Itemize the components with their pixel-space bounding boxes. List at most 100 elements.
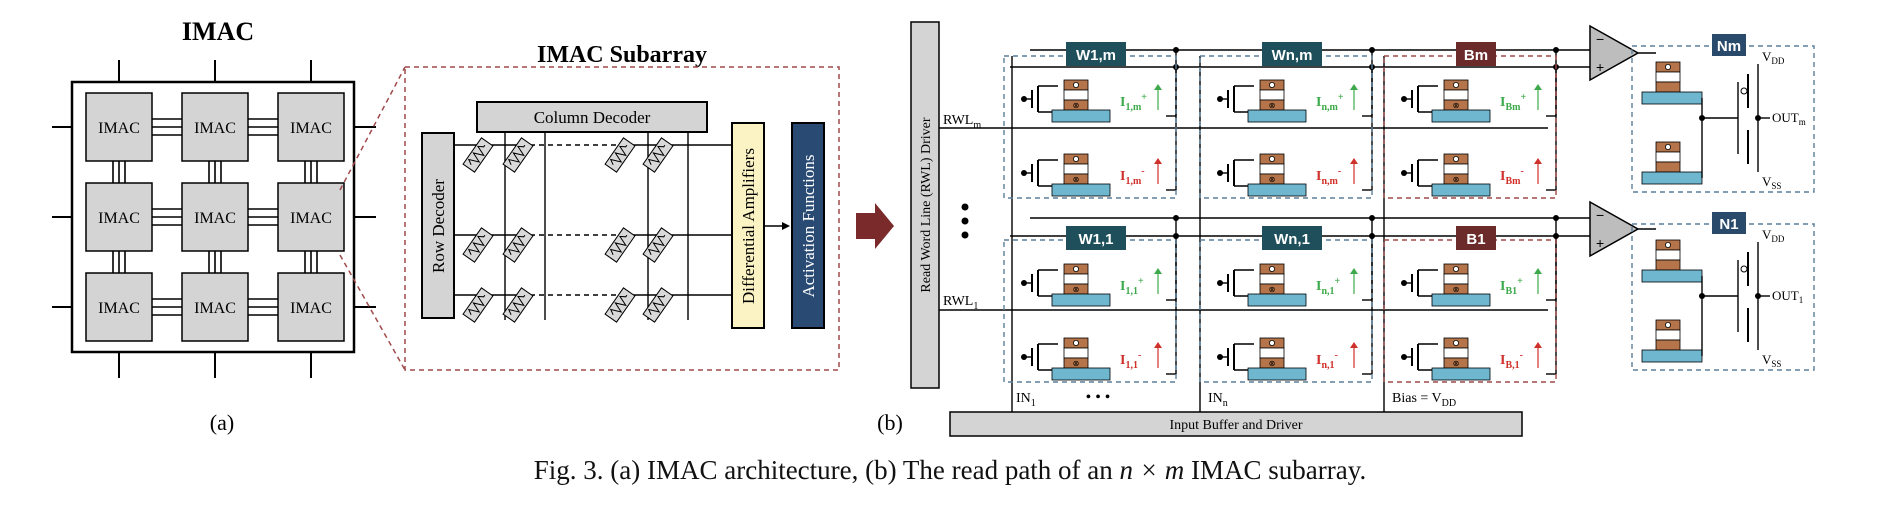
spin-dot (1665, 321, 1672, 328)
mtj-barrier (1063, 163, 1089, 175)
junction-dot (1401, 96, 1407, 102)
panel-b: Read Word Line (RWL) Driver RWLm RWL1 W1… (877, 21, 1815, 437)
memristor-zigzag (609, 144, 628, 166)
imac-cell (181, 272, 249, 342)
amp-plus-sign: + (1596, 59, 1604, 75)
memristor-icon (642, 137, 674, 173)
amp-minus-sign: − (1596, 207, 1604, 223)
memristor-body (502, 227, 534, 263)
junction-dot (1401, 170, 1407, 176)
vss-label: VSS (1762, 174, 1781, 191)
imac-cell-label: IMAC (98, 210, 140, 227)
memristor-body (604, 287, 636, 323)
memristor-zigzag (507, 234, 526, 256)
imac-cell-label: IMAC (194, 210, 236, 227)
memristor-zigzag (507, 144, 526, 166)
vdd-label: VDD (1762, 49, 1785, 66)
mtj-fixed-layer (1655, 161, 1681, 173)
chip-pins (52, 60, 376, 378)
memristor-body (462, 227, 494, 263)
mtj-barrier (1259, 347, 1285, 359)
amp-minus-sign: − (1596, 31, 1604, 47)
subarray-crossbar (454, 132, 732, 323)
input-buffer-label: Input Buffer and Driver (1169, 418, 1302, 433)
junction-dot (1021, 354, 1027, 360)
current-arrowhead (1154, 158, 1162, 164)
column-decoder-block (476, 101, 708, 133)
positive-current-label: In,m+ (1316, 92, 1344, 113)
junction-dot (1217, 96, 1223, 102)
current-arrowhead (1350, 268, 1358, 274)
imac-cell (277, 272, 345, 342)
junction-dot (1217, 280, 1223, 286)
vss-label: VSS (1762, 352, 1781, 369)
mtj-heavy-metal (1431, 367, 1491, 381)
memristor-icon (462, 137, 494, 173)
imac-cell (277, 182, 345, 252)
spin-dot (1269, 155, 1276, 162)
spin-dot (1453, 265, 1460, 272)
mtj-fixed-layer (1655, 259, 1681, 271)
activation-functions-label: Activation Functions (799, 154, 818, 297)
zoom-line-bottom (339, 254, 406, 371)
memristor-icon (502, 227, 534, 263)
synapse-block (1003, 239, 1177, 383)
mtj-heavy-metal (1431, 293, 1491, 307)
mtj-heavy-metal (1247, 367, 1307, 381)
memristor-zigzag (647, 234, 666, 256)
synapse-block (1199, 55, 1373, 199)
imac-cell-label: IMAC (290, 120, 332, 137)
mtj-heavy-metal (1641, 171, 1703, 185)
mtj-heavy-metal (1431, 183, 1491, 197)
spin-dot (1453, 339, 1460, 346)
mtj-device-icon: ⊗ (1431, 337, 1491, 381)
differential-amplifiers: − + − + (1589, 24, 1656, 258)
memristor-zigzag (647, 144, 666, 166)
junction-dot (1021, 170, 1027, 176)
memristor-zigzag (467, 144, 486, 166)
bias-tag-label: Bm (1464, 47, 1488, 64)
mtj-heavy-metal (1247, 183, 1307, 197)
mtj-barrier (1443, 163, 1469, 175)
memristor-body (502, 137, 534, 173)
spin-dot (1269, 265, 1276, 272)
negative-current-label: I1,1- (1120, 350, 1141, 371)
negative-current-label: IB,1- (1500, 350, 1523, 371)
mtj-fixed-layer (1655, 339, 1681, 351)
junction-dot (1217, 354, 1223, 360)
memristor-icon (642, 287, 674, 323)
weight-tag-label: Wn,1 (1274, 231, 1310, 248)
current-arrowhead (1534, 268, 1542, 274)
bias-tag (1456, 42, 1496, 66)
memristor-zigzag (467, 294, 486, 316)
mtj-device-icon: ⊗ (1431, 79, 1491, 123)
synapse-block (1383, 55, 1557, 199)
amp-plus-sign: + (1596, 235, 1604, 251)
memristor-zigzag (609, 294, 628, 316)
spin-dot (1665, 64, 1672, 71)
spin-dot (1453, 82, 1460, 89)
memristor-icon (604, 227, 636, 263)
imac-cell (85, 182, 153, 252)
memristor-zigzag (609, 234, 628, 256)
mtj-barrier (1259, 163, 1285, 175)
current-arrowhead (1154, 342, 1162, 348)
memristor-body (604, 227, 636, 263)
neuron-mtj-icon (1641, 239, 1703, 283)
pmos-bubble (1740, 87, 1748, 95)
output-label: OUT1 (1772, 288, 1803, 305)
weight-tag (1262, 42, 1322, 66)
weight-tag-label: Wn,m (1272, 47, 1313, 64)
current-arrowhead (1350, 342, 1358, 348)
memristor-zigzag (467, 234, 486, 256)
weight-tag (1066, 226, 1126, 250)
positive-current-label: In,1+ (1316, 276, 1341, 297)
positive-current-label: IB1+ (1500, 276, 1523, 297)
junction-dot (1217, 170, 1223, 176)
mtj-device-icon: ⊗ (1051, 337, 1111, 381)
neuron-tag-label: Nm (1717, 38, 1741, 55)
mtj-device-icon: ⊗ (1247, 337, 1307, 381)
synapse-block (1003, 55, 1177, 199)
